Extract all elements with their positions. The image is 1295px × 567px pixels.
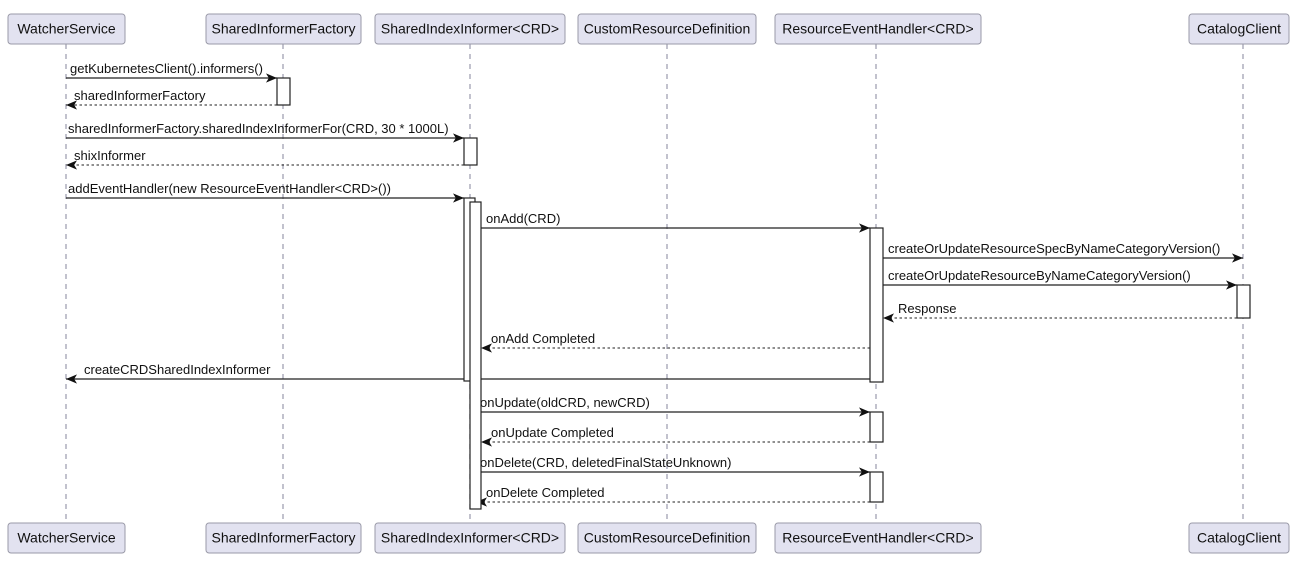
message-m10: onAdd Completed [481,331,870,353]
message-label: onAdd Completed [491,331,595,346]
message-label: addEventHandler(new ResourceEventHandler… [68,181,391,196]
participant-header-factory[interactable]: SharedInformerFactory [205,13,362,45]
participant-box-rect [205,522,362,554]
activations-layer [276,77,1251,510]
participant-box-rect [577,522,757,554]
participant-label: CatalogClient [1197,530,1281,546]
message-arrowhead [66,374,77,384]
participant-label: CustomResourceDefinition [584,21,751,37]
message-label: onUpdate Completed [491,425,614,440]
lifelines-layer [65,44,1244,523]
participant-box-rect [577,13,757,45]
activation-bar-informer [469,201,482,510]
participant-footer-layer: WatcherService SharedInformerFactory Share… [7,522,1290,554]
participant-label: WatcherService [17,21,116,37]
message-arrowhead [1226,280,1237,290]
participant-header-watcher[interactable]: WatcherService [7,13,126,45]
message-arrowhead [1232,253,1243,263]
activation-bar-informer [463,137,478,166]
message-label: shixInformer [74,148,146,163]
participant-box-rect [374,13,566,45]
message-m1: getKubernetesClient().informers() [66,61,277,83]
participant-box-rect [774,13,982,45]
message-label: onDelete Completed [486,485,605,500]
message-arrowhead [66,100,77,110]
message-m6: onAdd(CRD) [481,211,870,233]
participant-footer-catalog[interactable]: CatalogClient [1188,522,1290,554]
message-arrowhead [859,223,870,233]
message-m7: createOrUpdateResourceSpecByNameCategory… [883,241,1243,263]
participant-label: SharedInformerFactory [212,21,356,37]
activation-bar-handler [869,411,884,443]
message-arrowhead [453,133,464,143]
participant-box-rect [7,13,126,45]
participant-header-layer: WatcherService SharedInformerFactory Share… [7,13,1290,45]
message-arrowhead [66,160,77,170]
message-m13: onUpdate Completed [481,425,870,447]
participant-label: SharedInformerFactory [212,530,356,546]
participant-label: WatcherService [17,530,116,546]
participant-header-informer[interactable]: SharedIndexInformer<CRD> [374,13,566,45]
message-m2: sharedInformerFactory [66,88,277,110]
messages-layer: getKubernetesClient().informers() sharedI… [66,61,1243,507]
participant-box-rect [205,13,362,45]
message-m8: createOrUpdateResourceByNameCategoryVers… [883,268,1237,290]
participant-footer-handler[interactable]: ResourceEventHandler<CRD> [774,522,982,554]
activation-bar-factory [276,77,291,106]
message-label: sharedInformerFactory [74,88,206,103]
participant-box-rect [774,522,982,554]
message-arrowhead [266,73,277,83]
activation-bar-catalog [1236,284,1251,319]
message-m14: onDelete(CRD, deletedFinalStateUnknown) [480,455,870,477]
activation-bar-handler [869,227,884,383]
participant-label: SharedIndexInformer<CRD> [381,530,559,546]
activation-bar-handler [869,471,884,503]
message-m4: shixInformer [66,148,464,170]
message-label: createOrUpdateResourceByNameCategoryVers… [888,268,1191,283]
message-label: createOrUpdateResourceSpecByNameCategory… [888,241,1220,256]
message-arrowhead [481,343,492,353]
message-label: sharedInformerFactory.sharedIndexInforme… [68,121,449,136]
participant-box-rect [1188,522,1290,554]
message-arrowhead [859,467,870,477]
participant-header-handler[interactable]: ResourceEventHandler<CRD> [774,13,982,45]
message-label: createCRDSharedIndexInformer [84,362,271,377]
message-m15: onDelete Completed [476,485,870,507]
participant-label: ResourceEventHandler<CRD> [782,21,973,37]
message-label: Response [898,301,957,316]
participant-footer-informer[interactable]: SharedIndexInformer<CRD> [374,522,566,554]
message-m12: onUpdate(oldCRD, newCRD) [480,395,870,417]
message-arrowhead [481,437,492,447]
participant-footer-factory[interactable]: SharedInformerFactory [205,522,362,554]
participant-label: CatalogClient [1197,21,1281,37]
message-arrowhead [859,407,870,417]
message-label: getKubernetesClient().informers() [70,61,263,76]
message-label: onUpdate(oldCRD, newCRD) [480,395,650,410]
participant-header-crd[interactable]: CustomResourceDefinition [577,13,757,45]
message-arrowhead [883,313,894,323]
participant-label: ResourceEventHandler<CRD> [782,530,973,546]
participant-box-rect [1188,13,1290,45]
participant-box-rect [374,522,566,554]
message-label: onAdd(CRD) [486,211,560,226]
participant-footer-crd[interactable]: CustomResourceDefinition [577,522,757,554]
participant-header-catalog[interactable]: CatalogClient [1188,13,1290,45]
message-label: onDelete(CRD, deletedFinalStateUnknown) [480,455,731,470]
message-m5: addEventHandler(new ResourceEventHandler… [66,181,464,203]
message-arrowhead [453,193,464,203]
participant-label: CustomResourceDefinition [584,530,751,546]
participant-label: SharedIndexInformer<CRD> [381,21,559,37]
message-m9: Response [883,301,1237,323]
participant-footer-watcher[interactable]: WatcherService [7,522,126,554]
message-m3: sharedInformerFactory.sharedIndexInforme… [66,121,464,143]
participant-box-rect [7,522,126,554]
